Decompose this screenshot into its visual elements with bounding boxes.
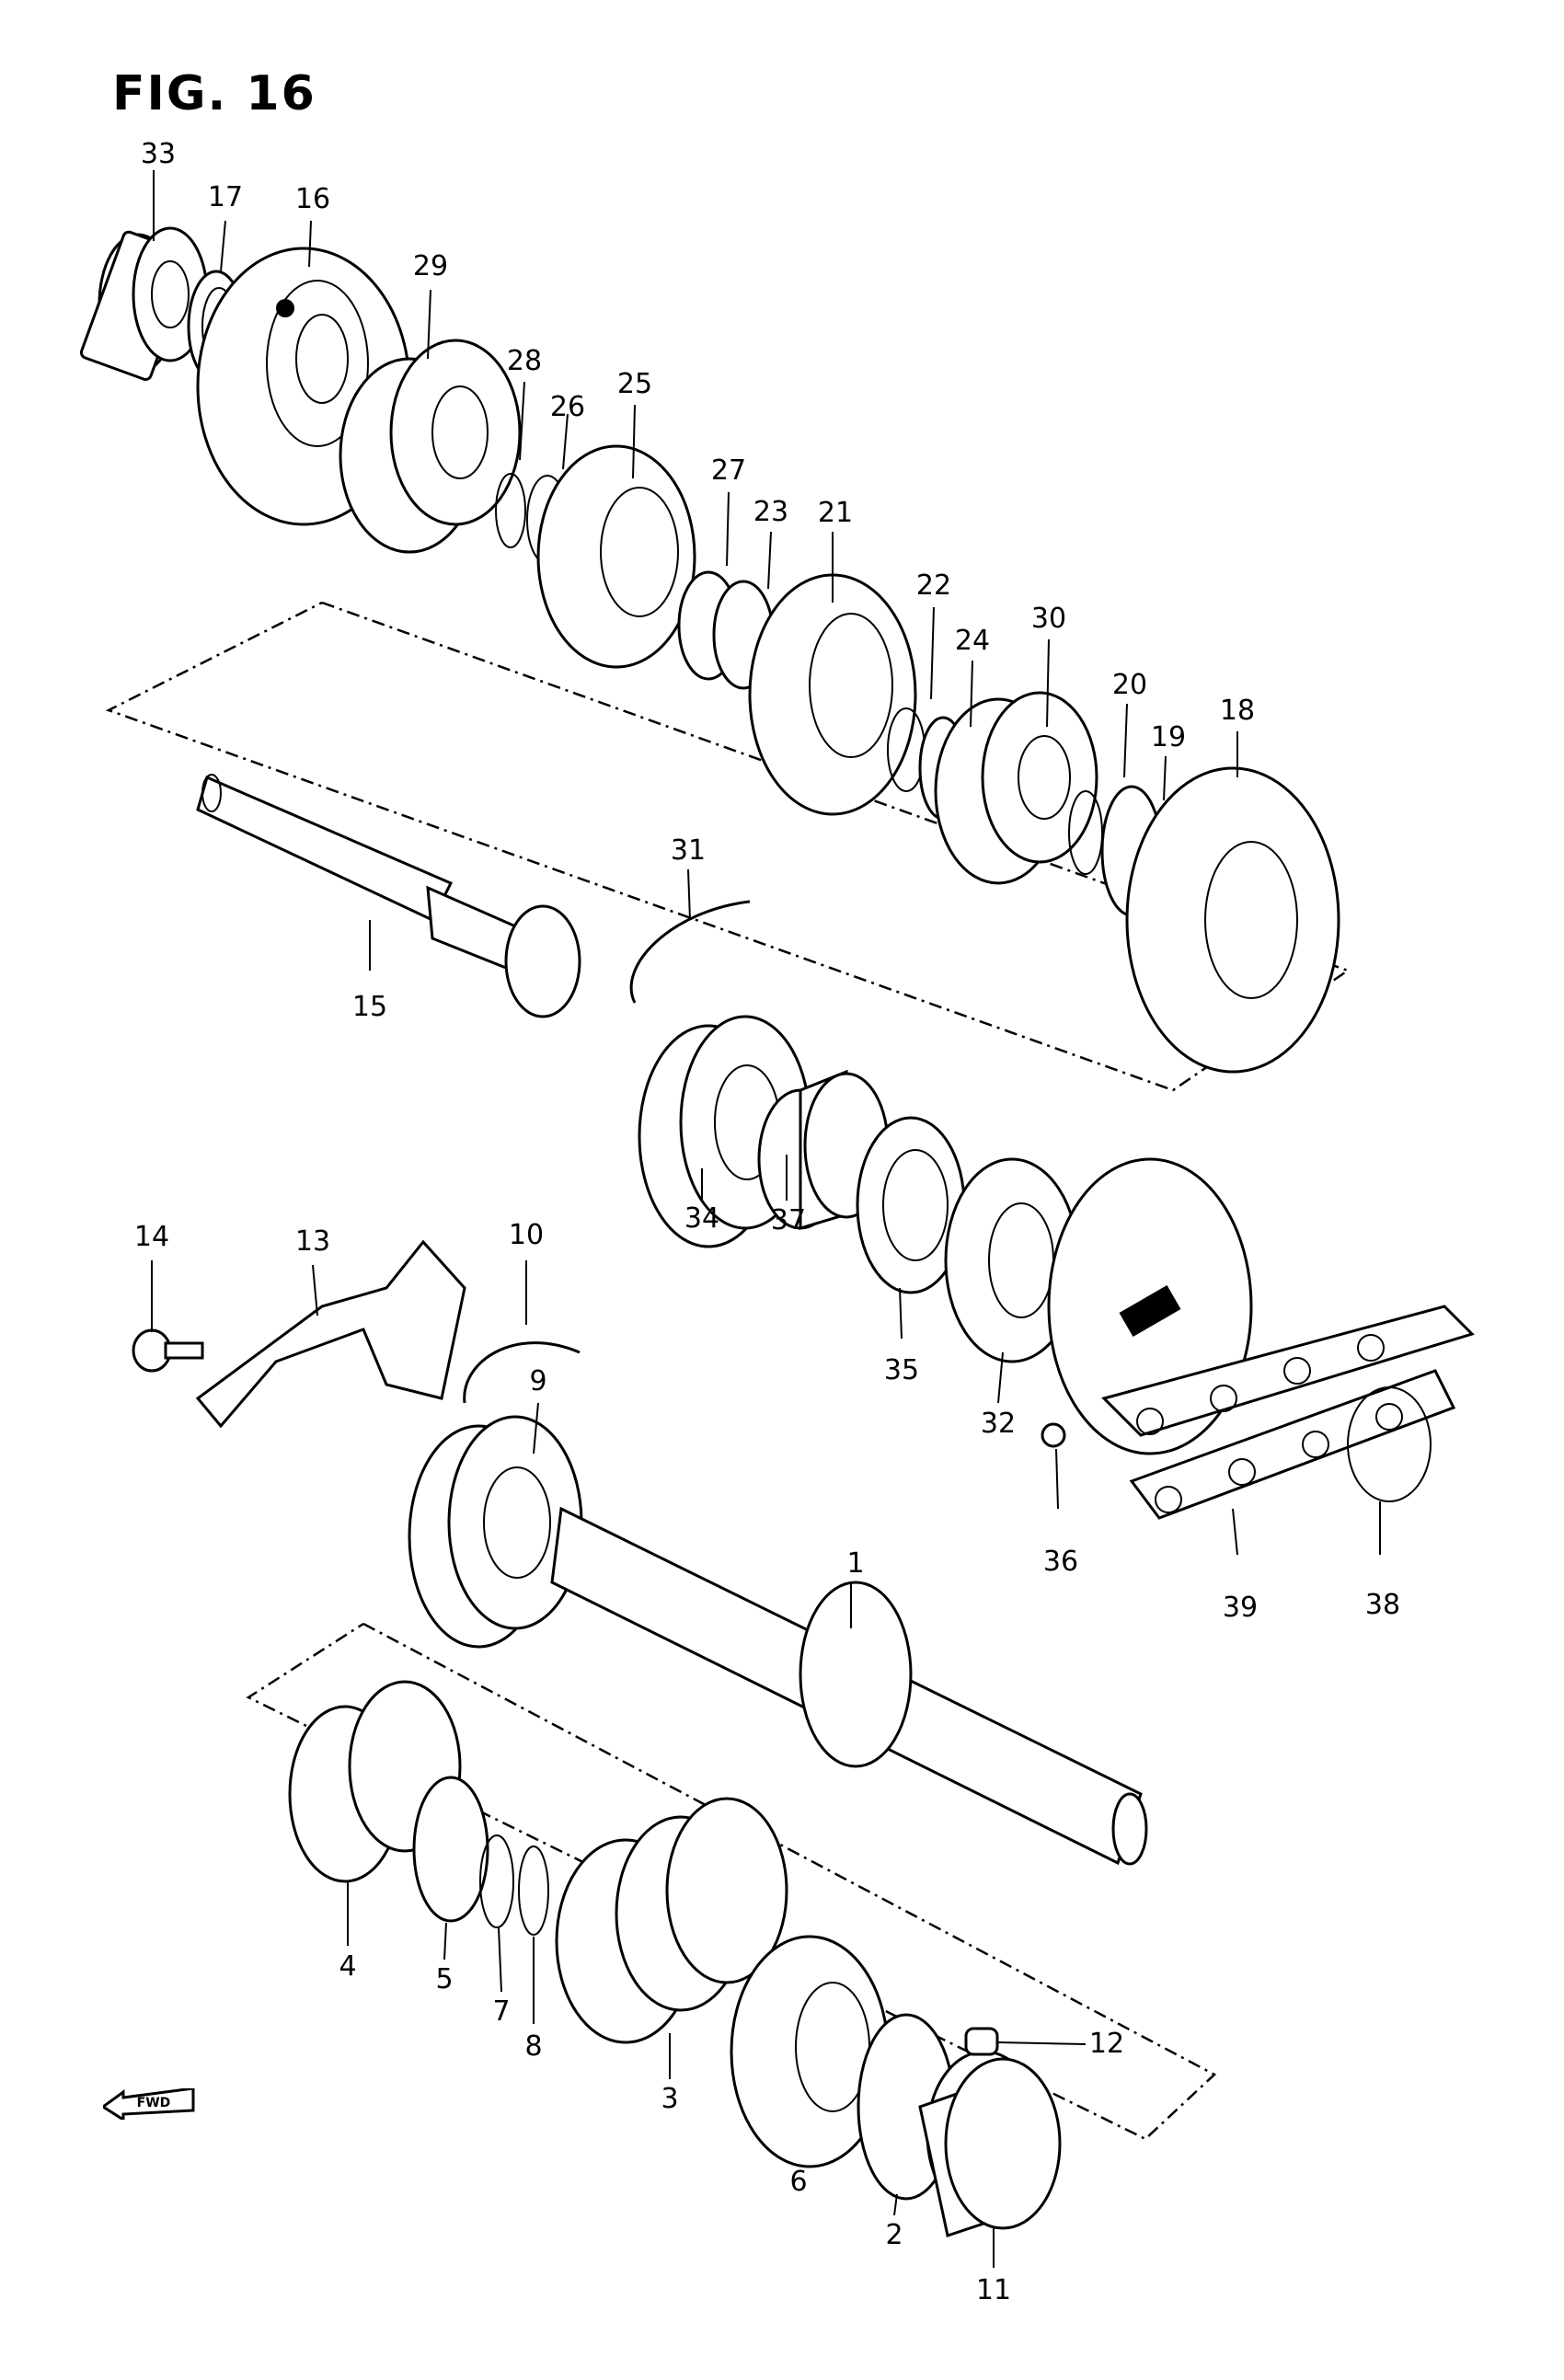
part-label-5: 5 bbox=[435, 1963, 454, 1995]
part-label-29: 29 bbox=[412, 250, 449, 282]
part-7-washer bbox=[479, 1834, 514, 1928]
part-25-gear bbox=[536, 444, 696, 669]
part-label-3: 3 bbox=[661, 2083, 679, 2115]
part-label-26: 26 bbox=[549, 391, 586, 423]
part-15-countershaft bbox=[196, 774, 581, 1018]
part-label-23: 23 bbox=[753, 496, 789, 528]
part-label-39: 39 bbox=[1222, 1592, 1259, 1624]
part-label-2: 2 bbox=[885, 2219, 903, 2251]
part-label-17: 17 bbox=[207, 181, 244, 213]
part-label-21: 21 bbox=[817, 497, 854, 529]
forward-arrow-icon: FWD bbox=[103, 2088, 195, 2120]
part-label-1: 1 bbox=[846, 1547, 865, 1580]
part-label-35: 35 bbox=[883, 1354, 920, 1386]
part-label-32: 32 bbox=[980, 1408, 1017, 1440]
part-3-gear bbox=[555, 1797, 788, 2044]
part-label-12: 12 bbox=[1088, 2028, 1125, 2060]
part-label-11: 11 bbox=[975, 2274, 1012, 2306]
part-label-8: 8 bbox=[524, 2030, 543, 2063]
part-1-driveshaft bbox=[550, 1506, 1148, 1866]
part-label-25: 25 bbox=[616, 368, 653, 400]
leader-lines bbox=[151, 170, 1381, 2268]
part-label-4: 4 bbox=[339, 1950, 357, 1983]
part-label-13: 13 bbox=[294, 1225, 331, 1258]
part-21-gear bbox=[748, 573, 917, 816]
part-label-18: 18 bbox=[1219, 695, 1256, 727]
part-label-10: 10 bbox=[508, 1219, 545, 1251]
part-label-33: 33 bbox=[140, 138, 177, 170]
part-28-clip bbox=[495, 473, 526, 548]
part-10-clip bbox=[463, 1341, 581, 1404]
part-label-22: 22 bbox=[915, 569, 952, 602]
part-label-24: 24 bbox=[954, 625, 991, 657]
part-label-28: 28 bbox=[506, 345, 543, 377]
part-13-plate bbox=[195, 1239, 466, 1429]
part-label-31: 31 bbox=[670, 834, 707, 867]
part-39-drive-chain bbox=[1101, 1305, 1475, 1520]
part-36-lock bbox=[1041, 1422, 1066, 1448]
part-label-37: 37 bbox=[770, 1204, 807, 1236]
part-label-16: 16 bbox=[294, 183, 331, 215]
part-label-34: 34 bbox=[684, 1202, 720, 1235]
part-label-9: 9 bbox=[529, 1365, 547, 1397]
part-30-gear bbox=[934, 691, 1098, 885]
part-label-14: 14 bbox=[133, 1221, 170, 1253]
lower-group-outline bbox=[246, 1622, 1217, 2141]
part-label-6: 6 bbox=[789, 2166, 808, 2198]
part-label-38: 38 bbox=[1364, 1589, 1401, 1621]
part-11-bushing bbox=[918, 2050, 1062, 2237]
part-18-gear bbox=[1125, 766, 1340, 1074]
part-label-36: 36 bbox=[1042, 1546, 1079, 1578]
part-label-30: 30 bbox=[1030, 603, 1067, 635]
part-29-gear bbox=[339, 339, 522, 554]
part-8-clip bbox=[518, 1845, 549, 1936]
part-label-15: 15 bbox=[351, 991, 388, 1023]
fwd-label: FWD bbox=[137, 2096, 171, 2110]
part-9-bearing bbox=[408, 1415, 583, 1649]
part-label-7: 7 bbox=[492, 1995, 511, 2028]
part-label-20: 20 bbox=[1111, 669, 1148, 701]
part-5-bushing bbox=[412, 1776, 489, 1923]
part-38-clip bbox=[1347, 1386, 1432, 1502]
part-label-27: 27 bbox=[710, 454, 747, 487]
part-label-19: 19 bbox=[1150, 721, 1187, 753]
part-31-circlip bbox=[629, 900, 751, 1004]
figure-title: FIG. 16 bbox=[112, 66, 316, 121]
part-12-pin bbox=[964, 2027, 999, 2056]
part-33-bearing bbox=[79, 226, 209, 381]
part-14-bolt bbox=[132, 1328, 204, 1373]
